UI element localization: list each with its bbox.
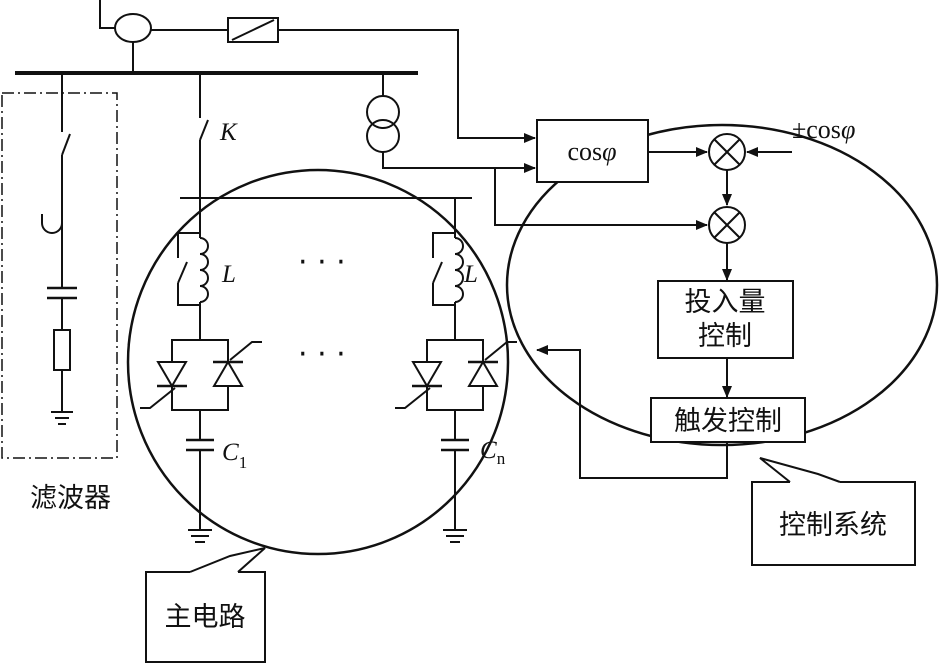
cap-label-main: C	[222, 439, 239, 466]
filter-reactor	[41, 200, 63, 234]
main-circuit-callout-box	[145, 571, 266, 663]
branch-n-thyristor-forward	[395, 361, 443, 409]
main-circuit-label: 主电路	[165, 602, 246, 633]
branch-n-bypass-line-top	[432, 232, 455, 258]
control-system-callout-pointer	[759, 457, 841, 483]
branch-n-ground-icon	[443, 529, 467, 543]
setpoint-var: φ	[841, 115, 855, 144]
pt-winding-bottom	[366, 119, 400, 153]
comparator-icon	[708, 133, 746, 171]
filter-switch	[61, 133, 71, 156]
branch-1: L C1	[140, 198, 262, 543]
control-system: cosφ ±cosφ 投入量 控制 触发控制	[505, 115, 939, 479]
thyristor-gate	[484, 341, 517, 361]
filter-branch: 滤波器	[1, 73, 118, 514]
main-switch-k	[199, 119, 209, 141]
filter-label: 滤波器	[30, 483, 111, 514]
trigger-output-line	[536, 345, 728, 479]
incoming-line	[99, 0, 115, 29]
switching-control-box	[657, 280, 794, 359]
multiplier-cross-b	[713, 211, 741, 239]
comparator-cross-b	[713, 138, 741, 166]
main-circuit-boundary	[126, 168, 510, 556]
pt-winding-top	[366, 95, 400, 129]
branch-n-bypass-line-bottom	[432, 283, 455, 306]
thyristor-triangle	[156, 361, 188, 388]
cos-func: cos	[567, 137, 602, 166]
branch-1-thyristor-forward	[140, 361, 188, 409]
branch-1-bypass-line-top	[177, 232, 200, 258]
control-system-callout: 控制系统	[751, 457, 916, 566]
branch-1-bypass-line-bottom	[177, 283, 200, 306]
dots-bottom: · · ·	[298, 337, 346, 372]
switching-control-line2: 控制	[698, 321, 752, 352]
cap-label-main: C	[480, 437, 497, 464]
trigger-control-box	[650, 397, 806, 443]
main-circuit-callout-pointer	[189, 547, 266, 573]
branch-1-thyristor-reverse	[212, 341, 262, 387]
branch-n-capacitor-label: Cn	[480, 437, 506, 468]
cos-var: φ	[602, 137, 616, 166]
thyristor-gate	[395, 387, 431, 409]
thyristor-triangle	[411, 361, 443, 388]
branch-n-bypass-switch	[432, 261, 443, 284]
thyristor-triangle	[467, 360, 499, 387]
thyristor-triangle	[212, 360, 244, 387]
voltage-signal-branch	[494, 168, 708, 230]
thyristor-gate	[229, 341, 262, 361]
control-system-boundary	[505, 123, 939, 447]
branch-1-inductor-label: L	[221, 261, 236, 288]
current-transformer	[114, 13, 152, 43]
trigger-control-label: 触发控制	[674, 406, 782, 437]
thyristor-gate	[140, 387, 176, 409]
main-circuit: K · · · · · · L	[126, 73, 517, 556]
filter-resistor	[53, 329, 71, 371]
branch-1-inductor	[199, 237, 209, 303]
cap-label-sub: n	[497, 449, 506, 468]
filter-boundary	[1, 92, 118, 459]
switching-control-line1: 投入量	[685, 287, 766, 318]
transducer-diagonal	[231, 19, 275, 41]
multiplier-icon	[708, 206, 746, 244]
branch-1-bypass-switch	[177, 261, 188, 284]
branch-n-inductor-label: L	[463, 261, 478, 288]
dots-top: · · ·	[298, 245, 346, 280]
main-circuit-callout: 主电路	[145, 547, 266, 663]
current-transformer-group	[99, 0, 536, 143]
voltage-signal-line	[382, 152, 536, 173]
filter-ground-icon	[51, 411, 73, 425]
branch-n: L Cn	[395, 198, 517, 543]
switch-k-label: K	[219, 119, 238, 146]
setpoint-label: ±cosφ	[792, 115, 855, 144]
control-system-label: 控制系统	[779, 510, 887, 541]
cos-phi-label: cosφ	[567, 137, 616, 166]
cap-label-sub: 1	[239, 453, 248, 472]
potential-transformer-group	[366, 73, 708, 230]
branch-1-ground-icon	[188, 529, 212, 543]
control-system-callout-box	[751, 481, 916, 566]
setpoint-func: ±cos	[792, 115, 841, 144]
branch-1-capacitor-label: C1	[222, 439, 247, 472]
current-signal-line	[278, 29, 536, 143]
branch-n-inductor	[454, 237, 464, 303]
branch-n-thyristor-reverse	[467, 341, 517, 387]
cos-phi-box	[536, 119, 649, 183]
